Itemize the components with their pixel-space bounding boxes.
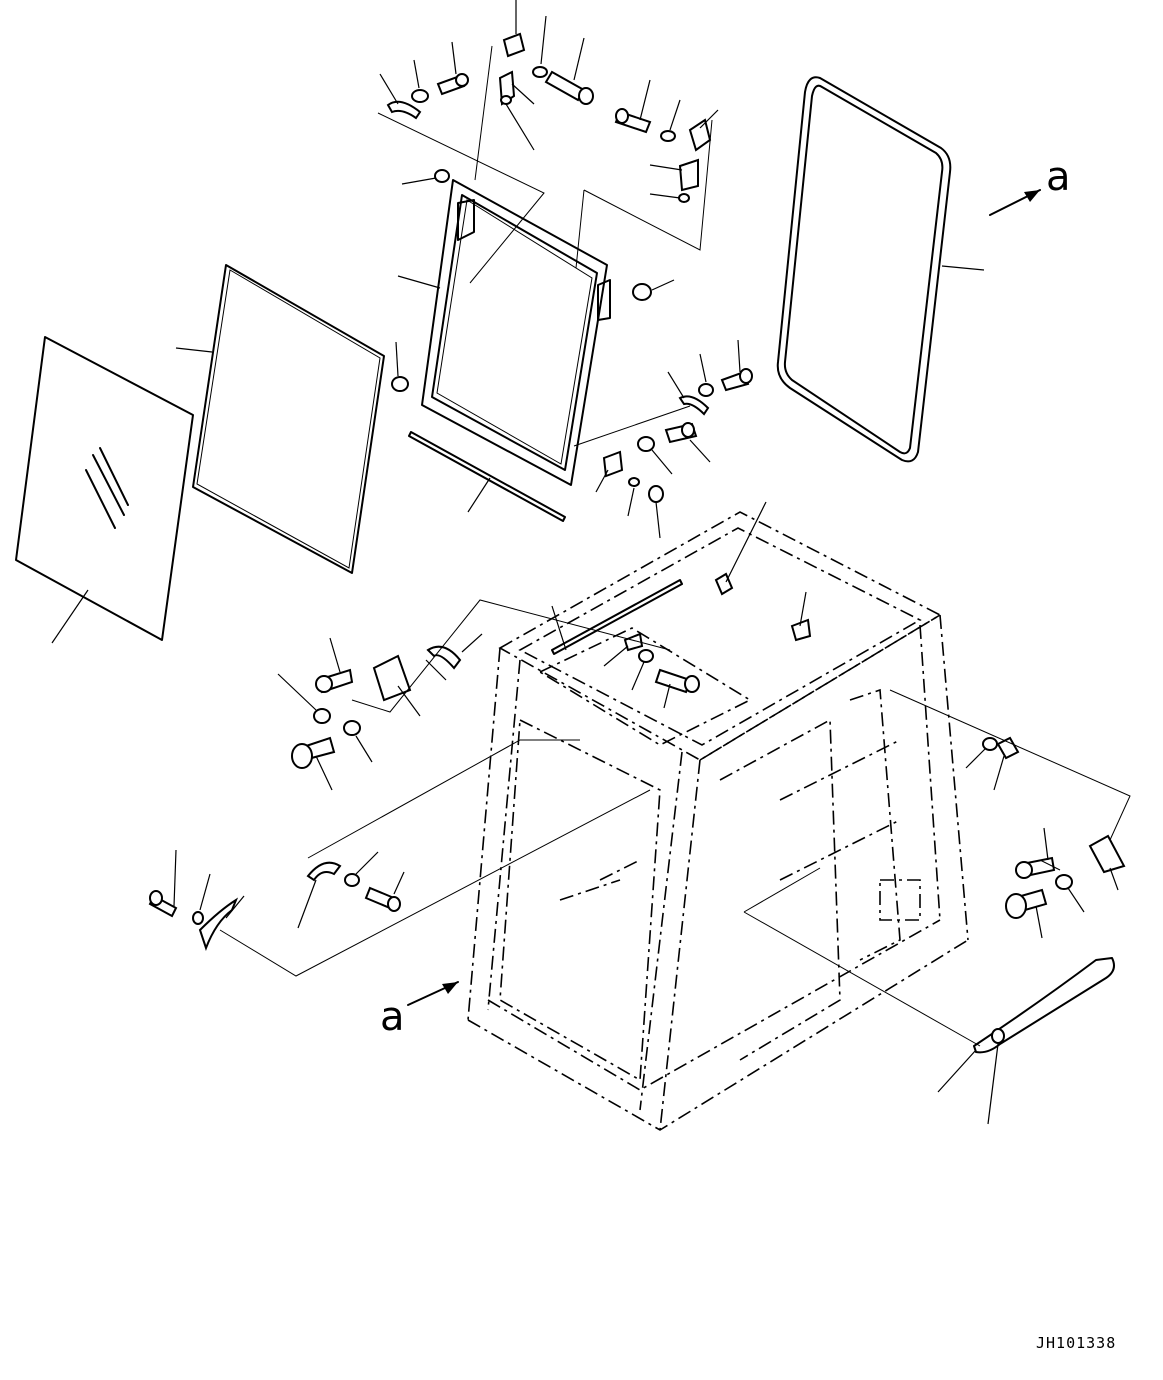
window-frame [397,179,611,486]
view-label-a-top: a [1046,154,1071,200]
glass-sheet [175,264,385,574]
right-hinge-hardware [889,689,1131,939]
top-hardware-cluster [377,0,719,392]
view-label-a-bottom: a [380,994,405,1040]
middle-hardware-cluster [573,339,753,539]
view-arrow-a-bottom: a [380,981,459,1040]
weatherstrip-seal [776,76,985,463]
seal-strip [408,431,566,522]
drawing-code: JH101338 [1036,1334,1117,1352]
glass-pane [15,336,194,644]
view-arrow-a-top: a [989,154,1071,216]
handrail [743,867,1115,1125]
left-hinge-hardware [277,599,671,791]
lower-left-hardware [148,739,651,977]
cab-frame [467,511,969,1131]
roof-fittings [551,501,812,709]
